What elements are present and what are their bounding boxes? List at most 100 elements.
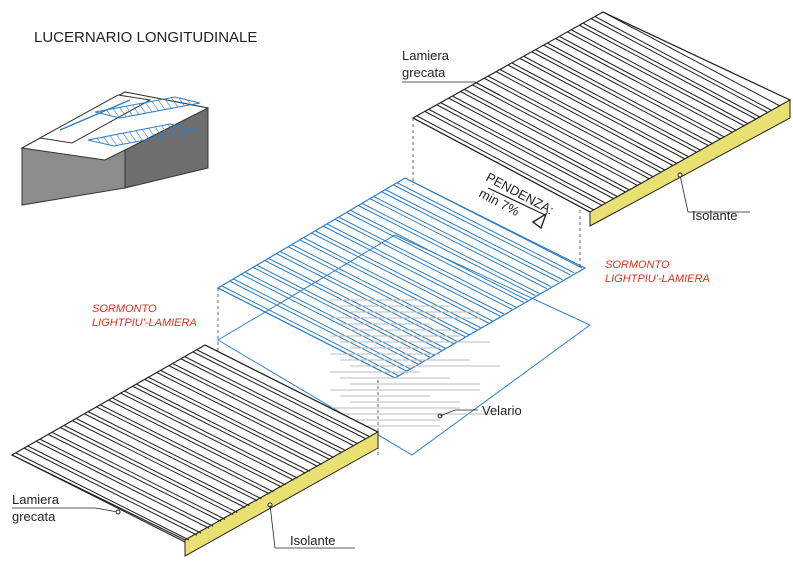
rib-line — [326, 223, 505, 315]
rib-line — [72, 420, 246, 509]
rib-line — [76, 418, 250, 507]
rib-line — [452, 95, 630, 191]
rib-line — [192, 351, 367, 440]
rib-line — [156, 372, 330, 460]
rib-line — [315, 230, 493, 322]
rib-line — [96, 406, 270, 495]
rib-line — [322, 225, 501, 317]
bottom-corrugated-sheet — [10, 344, 380, 557]
label-isolante-top: Isolante — [677, 172, 750, 223]
diagram-title: LUCERNARIO LONGITUDINALE — [34, 29, 257, 46]
rib-line — [11, 454, 186, 543]
rib-line — [579, 24, 757, 120]
svg-text:Isolante: Isolante — [692, 208, 738, 223]
svg-text:Lamiera: Lamiera — [12, 492, 60, 507]
rib-line — [221, 285, 400, 377]
rib-line — [495, 71, 674, 167]
svg-text:LIGHTPIU'-LAMIERA: LIGHTPIU'-LAMIERA — [92, 317, 197, 329]
rib-line — [172, 363, 347, 452]
rib-line — [23, 447, 198, 536]
rib-line — [535, 49, 713, 145]
rib-line — [144, 378, 318, 467]
rib-line — [602, 11, 781, 107]
rib-line — [590, 18, 769, 114]
rib-line — [334, 218, 513, 310]
rib-line — [88, 411, 262, 500]
rib-line — [299, 239, 478, 331]
rib-line — [488, 75, 666, 171]
rib-line — [362, 203, 540, 294]
rib-line — [39, 438, 214, 527]
label-isolante-bottom: Isolante — [267, 502, 355, 549]
rib-line — [280, 251, 458, 343]
rib-line — [397, 182, 575, 274]
rib-line — [358, 205, 536, 296]
rib-line — [168, 365, 343, 454]
rib-line — [47, 433, 222, 522]
rib-line — [35, 440, 210, 529]
rib-line — [499, 69, 678, 165]
rib-line — [472, 84, 650, 180]
rib-line — [303, 237, 482, 329]
rib-line — [136, 383, 310, 472]
rib-line — [184, 356, 359, 445]
rib-line — [245, 271, 423, 363]
rib-line — [519, 57, 698, 153]
rib-line — [531, 51, 709, 147]
rib-line — [440, 102, 618, 198]
rib-line — [241, 273, 419, 365]
rib-line — [196, 349, 371, 438]
building-thumbnail — [20, 91, 210, 206]
rib-line — [464, 89, 642, 184]
rib-line — [287, 246, 466, 338]
rib-line — [120, 392, 294, 481]
rib-line — [523, 55, 702, 151]
rib-line — [555, 38, 733, 133]
rib-line — [311, 232, 489, 324]
rib-line — [268, 258, 446, 349]
rib-line — [416, 115, 595, 211]
rib-line — [346, 211, 524, 303]
label-sormonto-left: SORMONTO LIGHTPIU'-LAMIERA — [92, 303, 197, 329]
rib-line — [204, 344, 379, 433]
rib-line — [393, 184, 571, 276]
rib-line — [583, 22, 761, 118]
rib-line — [559, 36, 737, 131]
rib-line — [385, 189, 563, 281]
rib-line — [484, 77, 662, 173]
rib-line — [547, 42, 725, 138]
rib-line — [338, 216, 517, 308]
label-lamiera-bottom: Lamiera grecata — [12, 492, 121, 524]
rib-line — [108, 399, 282, 488]
svg-text:SORMONTO: SORMONTO — [605, 259, 670, 271]
svg-text:Velario: Velario — [482, 403, 522, 418]
rib-line — [567, 31, 745, 127]
rib-line — [180, 358, 355, 447]
rib-line — [148, 376, 322, 465]
rib-line — [84, 413, 258, 502]
rib-line — [132, 385, 306, 474]
rib-line — [476, 82, 654, 178]
rib-line — [217, 287, 396, 379]
rib-line — [428, 108, 607, 204]
rib-line — [448, 97, 626, 193]
svg-text:Lamiera: Lamiera — [402, 48, 450, 63]
rib-line — [511, 62, 690, 158]
rib-line — [460, 91, 638, 186]
label-velario: Velario — [437, 403, 522, 419]
rib-line — [412, 117, 591, 213]
rib-line — [291, 244, 470, 336]
svg-text:grecata: grecata — [402, 65, 446, 80]
rib-line — [373, 196, 552, 288]
rib-line — [160, 370, 334, 458]
label-sormonto-right: SORMONTO LIGHTPIU'-LAMIERA — [605, 259, 710, 285]
rib-line — [571, 29, 749, 125]
rib-line — [424, 110, 603, 206]
top-corrugated-sheet — [411, 11, 792, 227]
rib-line — [112, 397, 286, 486]
svg-text:LIGHTPIU'-LAMIERA: LIGHTPIU'-LAMIERA — [605, 273, 710, 285]
label-lamiera-top: Lamiera grecata — [402, 48, 501, 96]
rib-line — [100, 404, 274, 493]
rib-line — [543, 44, 721, 140]
rib-line — [124, 390, 298, 479]
